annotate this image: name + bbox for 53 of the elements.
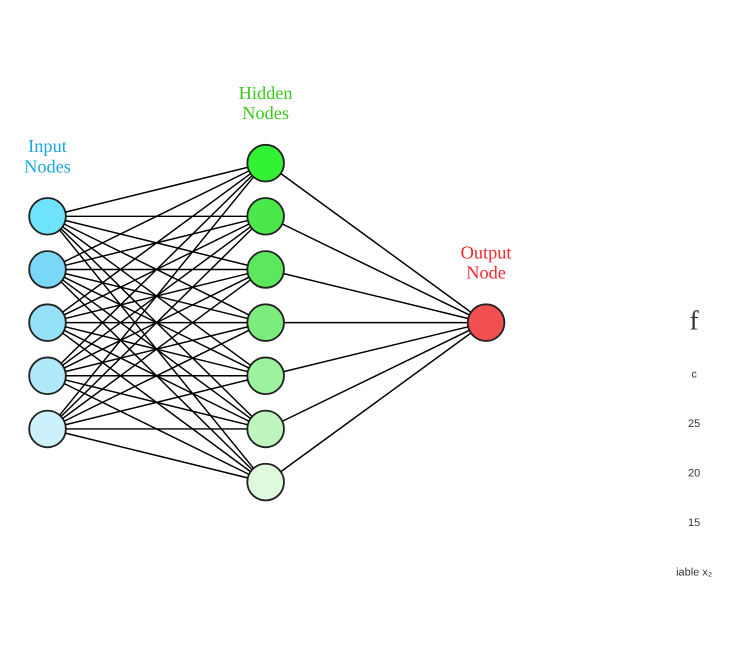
connector — [66, 322, 248, 324]
connector — [62, 332, 251, 472]
node-circle — [28, 303, 67, 342]
connector — [64, 223, 250, 316]
connector — [65, 326, 248, 372]
node-circle — [246, 462, 285, 502]
connector — [282, 223, 470, 316]
connector — [59, 176, 254, 416]
connector — [60, 228, 252, 417]
connector — [64, 330, 250, 422]
connector — [284, 326, 468, 372]
connector — [62, 279, 251, 420]
connector — [280, 332, 472, 472]
connector — [64, 276, 250, 369]
node-circle — [246, 250, 285, 289]
node-circle — [28, 250, 67, 289]
label: f — [690, 306, 699, 336]
connector — [66, 375, 248, 377]
label: Input Nodes — [24, 136, 71, 176]
connector — [62, 173, 251, 313]
label: c — [691, 368, 697, 381]
label: Output Node — [460, 242, 512, 283]
connector — [282, 330, 470, 422]
node-circle — [246, 356, 285, 396]
connector — [284, 322, 468, 324]
connector — [65, 166, 248, 213]
connector — [64, 170, 250, 262]
connector — [65, 272, 248, 320]
connector — [60, 175, 252, 364]
node-circle — [28, 410, 67, 448]
node-circle — [466, 303, 506, 342]
connector — [66, 268, 248, 270]
connector — [284, 272, 468, 320]
connector — [60, 282, 252, 470]
label: iable x₂ — [676, 566, 712, 579]
node-circle — [246, 410, 285, 448]
connector — [66, 428, 248, 430]
node-circle — [28, 356, 67, 396]
connector — [280, 173, 472, 313]
node-circle — [246, 144, 285, 182]
connector — [64, 382, 250, 475]
node-circle — [246, 197, 285, 236]
node-circle — [246, 303, 285, 342]
connector — [65, 379, 248, 426]
label: 20 — [688, 468, 700, 480]
connector — [65, 432, 248, 479]
connector — [66, 216, 248, 218]
connector — [62, 226, 251, 366]
label: 15 — [688, 517, 700, 530]
label: 25 — [688, 418, 700, 430]
label: Hidden Nodes — [238, 82, 293, 124]
connector — [59, 230, 254, 469]
node-circle — [28, 197, 67, 236]
